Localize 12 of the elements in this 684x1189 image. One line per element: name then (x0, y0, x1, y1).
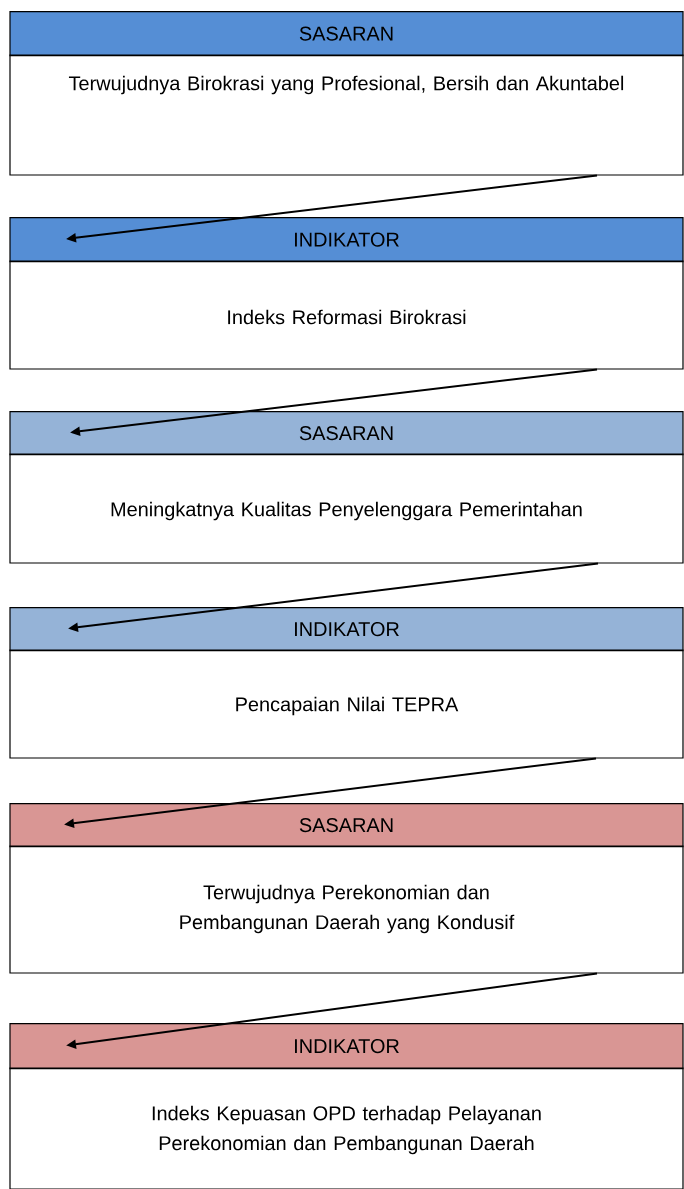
body-text: Meningkatnya Kualitas Penyelenggara Pemerintahan (111, 501, 582, 521)
header-band: INDIKATOR (9, 607, 684, 652)
body-text: Indeks Reformasi Birokrasi (228, 309, 466, 325)
header-band: SASARAN (9, 11, 684, 57)
header-band: SASARAN (9, 803, 684, 848)
header-band: INDIKATOR (9, 1023, 684, 1070)
body-text: Pencapaian Nilai TEPRA (236, 696, 459, 716)
header-band: SASARAN (9, 411, 684, 456)
header-band: INDIKATOR (9, 217, 684, 263)
body-text: Indeks Kepuasan OPD terhadap Pelayanan Perekonomian dan Pembangunan Daerah (152, 1105, 541, 1155)
body-text: Terwujudnya Perekonomian dan Pembangunan Daerah yang Kondusif (180, 884, 515, 934)
body-text: Terwujudnya Birokrasi yang Profesional, Bersih dan Akuntabel (68, 75, 624, 95)
